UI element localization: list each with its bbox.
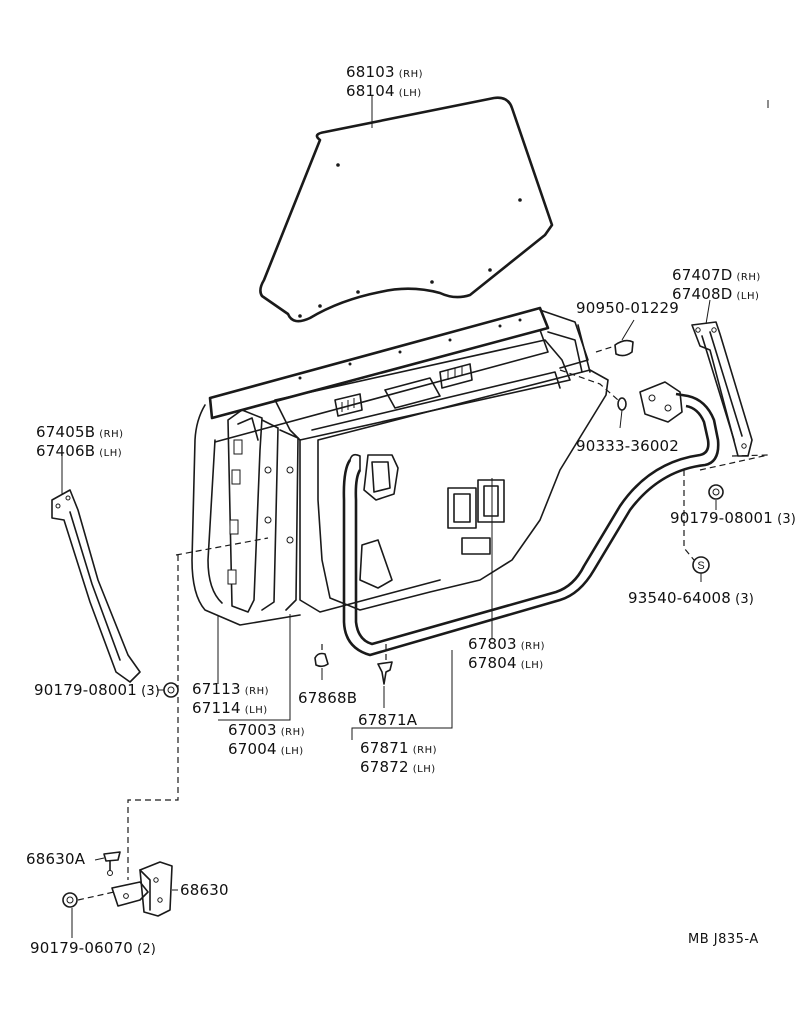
label-nut-check: 90179-06070(2) bbox=[30, 940, 156, 958]
label-front-sash: 67405B(RH) 67406B(LH) bbox=[36, 424, 124, 462]
quantity: (3) bbox=[735, 592, 755, 607]
label-door-check: 68630 bbox=[180, 882, 229, 899]
glass-run-channel bbox=[363, 454, 399, 501]
label-plug: 90333-36002 bbox=[576, 438, 679, 455]
part-number: 67406B bbox=[36, 442, 96, 460]
clip-67868b bbox=[314, 652, 329, 668]
side-marker: (LH) bbox=[520, 660, 544, 671]
installation-lines bbox=[77, 345, 769, 901]
part-number: 90333-36002 bbox=[576, 437, 680, 455]
side-marker: (RH) bbox=[736, 272, 761, 283]
inner-trim-panel bbox=[317, 369, 609, 611]
side-marker: (RH) bbox=[520, 641, 545, 652]
rear-upper-bracket bbox=[639, 381, 683, 423]
quantity: (2) bbox=[137, 942, 157, 957]
label-clip-67871a: 67871A bbox=[358, 712, 417, 729]
door-weatherstrip bbox=[342, 392, 720, 657]
leader-lines bbox=[61, 100, 769, 938]
part-number: 90179-08001 bbox=[34, 681, 138, 699]
part-number: 90179-06070 bbox=[30, 939, 134, 957]
door-check-68630 bbox=[111, 861, 173, 917]
part-number: 67871A bbox=[358, 711, 418, 729]
part-number: 67004 bbox=[228, 740, 277, 758]
label-door-panel: 67113(RH) 67114(LH) bbox=[192, 681, 269, 719]
part-number: 67114 bbox=[192, 699, 241, 717]
side-marker: (RH) bbox=[412, 745, 437, 756]
clip-67871a bbox=[377, 661, 393, 685]
label-nut-right: 90179-08001(3) bbox=[670, 510, 796, 528]
part-number: 68104 bbox=[346, 82, 395, 100]
part-number: 67872 bbox=[360, 758, 409, 776]
side-marker: (LH) bbox=[412, 764, 436, 775]
label-door-shell: 67003(RH) 67004(LH) bbox=[228, 722, 305, 760]
label-nut-left: 90179-08001(3) bbox=[34, 682, 160, 700]
side-marker: (RH) bbox=[99, 429, 124, 440]
nut-90179-right bbox=[708, 484, 724, 500]
part-number: 67871 bbox=[360, 739, 409, 757]
quantity: (3) bbox=[141, 684, 161, 699]
door-glass bbox=[259, 96, 554, 323]
plug-90333 bbox=[617, 397, 627, 411]
part-number: 90179-08001 bbox=[670, 509, 774, 527]
side-marker: (LH) bbox=[398, 88, 422, 99]
part-number: 67407D bbox=[672, 266, 733, 284]
bolt-68630a bbox=[103, 851, 121, 876]
washer-93540: S bbox=[692, 556, 710, 574]
part-number: 67408D bbox=[672, 285, 733, 303]
side-marker: (RH) bbox=[244, 686, 269, 697]
label-glass: 68103(RH) 68104(LH) bbox=[346, 64, 423, 102]
side-marker: (LH) bbox=[280, 746, 304, 757]
label-rear-sash: 67407D(RH) 67408D(LH) bbox=[672, 267, 761, 305]
part-number: 67868B bbox=[298, 689, 358, 707]
side-marker: (RH) bbox=[280, 727, 305, 738]
part-number: 67003 bbox=[228, 721, 277, 739]
part-number: 67803 bbox=[468, 635, 517, 653]
side-marker: (RH) bbox=[398, 69, 423, 80]
label-seal: 67803(RH) 67804(LH) bbox=[468, 636, 545, 674]
part-number: 67113 bbox=[192, 680, 241, 698]
grommet-90950 bbox=[614, 339, 634, 357]
svg-text:S: S bbox=[697, 560, 704, 572]
label-check-bolt: 68630A bbox=[26, 851, 85, 868]
rear-door-sash bbox=[691, 321, 753, 457]
part-number: 68630A bbox=[26, 850, 86, 868]
part-number: 68103 bbox=[346, 63, 395, 81]
part-number: 90950-01229 bbox=[576, 299, 680, 317]
label-washer: 93540-64008(3) bbox=[628, 590, 754, 608]
nut-90179-left bbox=[163, 682, 179, 698]
diagram-reference: MB J835-A bbox=[688, 932, 759, 947]
nut-90179-06070 bbox=[62, 892, 78, 908]
part-number: 93540-64008 bbox=[628, 589, 732, 607]
part-number: 67804 bbox=[468, 654, 517, 672]
label-grommet: 90950-01229 bbox=[576, 300, 679, 317]
part-number: 67405B bbox=[36, 423, 96, 441]
side-marker: (LH) bbox=[99, 448, 123, 459]
label-clip-67868b: 67868B bbox=[298, 690, 357, 707]
door-shell bbox=[191, 306, 591, 626]
front-door-sash bbox=[51, 489, 141, 683]
side-marker: (LH) bbox=[736, 291, 760, 302]
part-number: 68630 bbox=[180, 881, 229, 899]
quantity: (3) bbox=[777, 512, 797, 527]
side-marker: (LH) bbox=[244, 705, 268, 716]
label-weatherstrip: 67871(RH) 67872(LH) bbox=[360, 740, 437, 778]
